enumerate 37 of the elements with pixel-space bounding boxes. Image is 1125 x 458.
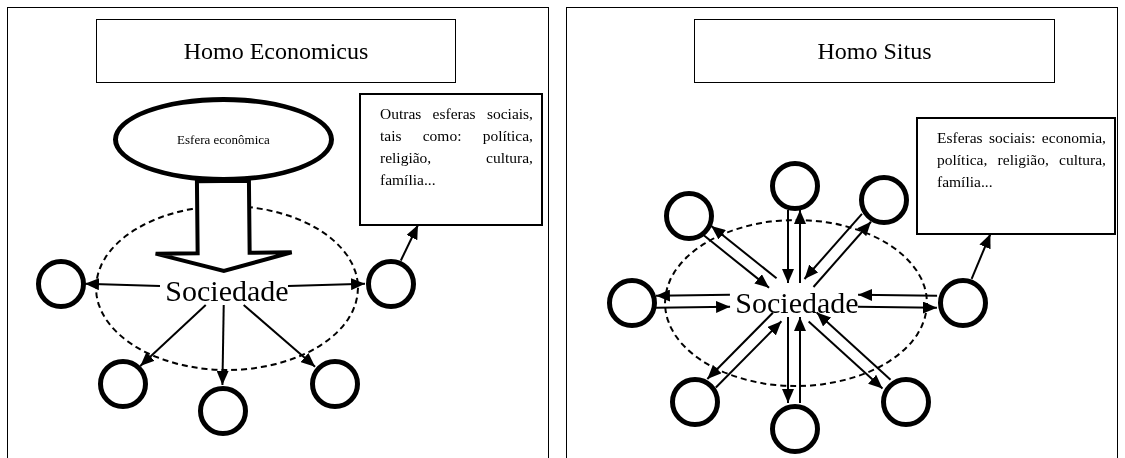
arrow (803, 212, 863, 281)
node-label: Sociedade (163, 274, 291, 308)
node-label: Sociedade (733, 286, 861, 320)
block-arrow (153, 178, 294, 274)
panel-frame (566, 7, 1118, 458)
title-text: Homo Situs (817, 39, 932, 63)
arrow (815, 311, 892, 381)
arrow (710, 224, 778, 280)
arrow (242, 304, 317, 368)
arrow (856, 301, 938, 314)
text-box (916, 117, 1116, 235)
arrow (714, 320, 783, 389)
arrow (794, 209, 806, 284)
arrow (782, 316, 794, 404)
arrow (812, 220, 872, 288)
panel-frame (7, 7, 549, 458)
arrow (706, 311, 774, 380)
arrow (654, 289, 731, 302)
arrow (84, 278, 161, 291)
arrow (139, 304, 207, 367)
arrow (782, 209, 794, 284)
text-box (359, 93, 543, 226)
arrow (970, 233, 992, 280)
arrow (702, 234, 771, 289)
arrow (399, 224, 419, 262)
arrow (216, 304, 229, 386)
arrow (287, 278, 366, 291)
note-text: Outras esferas sociais, tais como: política, religião, cultura, família... (380, 104, 533, 190)
note-text: Esferas sociais: economia, política, religião, cultura, família... (937, 128, 1106, 192)
arrow (794, 316, 806, 404)
node-text: Esfera econômica (177, 133, 270, 146)
title-text: Homo Economicus (183, 39, 369, 63)
arrow (857, 288, 939, 301)
title-box (694, 19, 1055, 83)
arrow (807, 320, 884, 390)
title-box (96, 19, 456, 83)
arrow (655, 300, 732, 313)
